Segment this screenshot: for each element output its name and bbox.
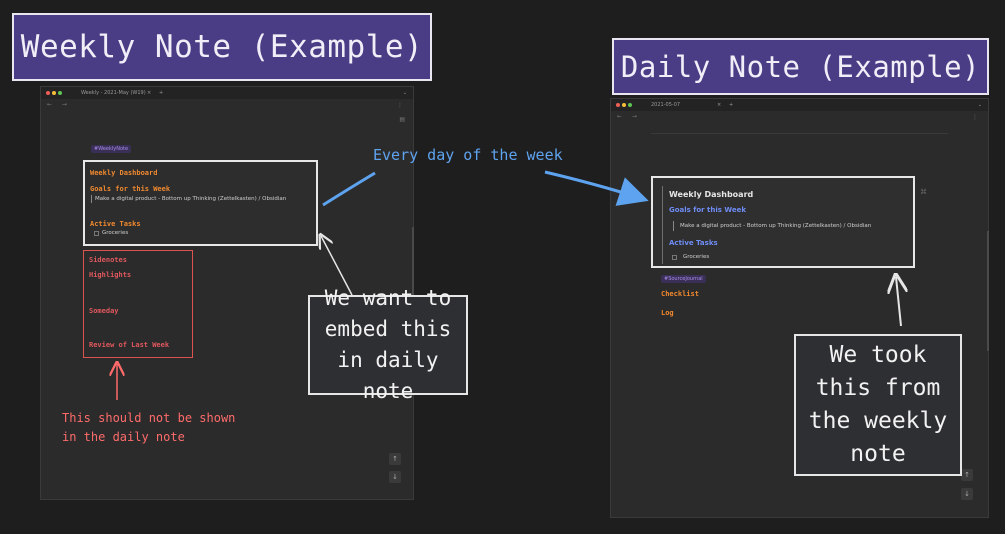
goals-heading: Goals for this Week: [669, 206, 746, 214]
goals-heading: Goals for this Week: [90, 185, 171, 193]
embed-left-bar: [662, 186, 663, 264]
sidenotes-section: Sidenotes Highlights Someday Review of L…: [83, 250, 193, 358]
divider: [651, 133, 948, 134]
quote-bar: [91, 195, 92, 203]
tab-close-icon[interactable]: ×: [147, 90, 152, 96]
not-shown-line-2: in the daily note: [62, 430, 185, 444]
maximize-dot-icon[interactable]: [58, 91, 62, 95]
weekly-note-label-text: Weekly Note (Example): [20, 29, 424, 65]
active-tasks-heading: Active Tasks: [669, 239, 718, 247]
not-shown-line-1: This should not be shown: [62, 411, 236, 425]
scroll-down-button[interactable]: ↓: [389, 471, 401, 483]
link-icon[interactable]: ⌘: [920, 188, 927, 196]
maximize-dot-icon[interactable]: [628, 103, 632, 107]
review-heading: Review of Last Week: [89, 341, 170, 349]
we-took-callout: We took this from the weekly note: [794, 334, 962, 476]
window-titlebar: 2021-05-07 × + ⌄: [611, 99, 988, 111]
scrollbar[interactable]: [412, 227, 414, 337]
weekly-note-window: Weekly - 2021-May (W19) × + ⌄ ← → ⋮ ▤ #W…: [40, 86, 414, 500]
goals-text: Make a digital product - Bottom up Think…: [95, 196, 287, 202]
embedded-weekly-dashboard: ⌘ Weekly Dashboard Goals for this Week M…: [651, 176, 927, 268]
more-options-icon[interactable]: ⋮: [397, 102, 403, 109]
close-dot-icon[interactable]: [616, 103, 620, 107]
more-options-icon[interactable]: ⋮: [972, 114, 978, 121]
nav-arrows[interactable]: ← →: [47, 101, 71, 108]
nav-arrows[interactable]: ← →: [617, 113, 641, 120]
we-took-line-3: the weekly: [808, 408, 948, 434]
chevron-down-icon[interactable]: ⌄: [977, 102, 982, 108]
checklist-heading: Checklist: [661, 290, 699, 298]
white-arrow-weekly: [321, 236, 353, 296]
task-checkbox[interactable]: [672, 255, 677, 260]
weekly-dashboard-section: Weekly Dashboard Goals for this Week Mak…: [83, 160, 318, 246]
we-want-line-3: in daily note: [337, 348, 439, 403]
we-took-line-1: We took: [829, 342, 927, 368]
we-want-line-1: We want to: [324, 286, 452, 310]
edit-icon[interactable]: ▤: [399, 116, 405, 123]
highlights-heading: Highlights: [89, 271, 132, 279]
not-shown-annotation: This should not be shown in the daily no…: [62, 409, 235, 447]
new-tab-icon[interactable]: +: [729, 102, 734, 108]
blue-arrow-left: [322, 171, 376, 207]
embed-title: Weekly Dashboard: [669, 190, 754, 199]
minimize-dot-icon[interactable]: [52, 91, 56, 95]
window-titlebar: Weekly - 2021-May (W19) × + ⌄: [41, 87, 413, 99]
task-item: Groceries: [102, 230, 129, 236]
we-took-line-2: this from: [815, 375, 941, 401]
new-tab-icon[interactable]: +: [159, 90, 164, 96]
log-heading: Log: [661, 309, 674, 317]
minimize-dot-icon[interactable]: [622, 103, 626, 107]
weekly-note-tag[interactable]: #WeeklyNote: [91, 145, 132, 153]
we-want-callout: We want to embed this in daily note: [308, 286, 468, 403]
goals-text: Make a digital product - Bottom up Think…: [680, 223, 872, 229]
task-checkbox[interactable]: [94, 231, 99, 236]
quote-bar: [673, 221, 674, 231]
weekly-note-label: Weekly Note (Example): [12, 13, 432, 81]
weekly-dashboard-heading: Weekly Dashboard: [90, 169, 158, 177]
chevron-down-icon[interactable]: ⌄: [402, 90, 407, 96]
someday-heading: Someday: [89, 307, 119, 315]
daily-note-label: Daily Note (Example): [612, 38, 989, 95]
source-journal-tag[interactable]: #SourceJournal: [661, 275, 706, 283]
scroll-down-button[interactable]: ↓: [961, 488, 973, 500]
tab-close-icon[interactable]: ×: [717, 102, 722, 108]
tab-title[interactable]: Weekly - 2021-May (W19): [81, 90, 146, 96]
scroll-up-button[interactable]: ↑: [961, 469, 973, 481]
blue-arrow-right: [544, 170, 649, 206]
we-took-line-4: note: [850, 441, 906, 467]
scrollbar[interactable]: [987, 231, 989, 351]
we-want-line-2: embed this: [324, 317, 452, 341]
close-dot-icon[interactable]: [46, 91, 50, 95]
every-day-annotation: Every day of the week: [373, 146, 563, 164]
scroll-up-button[interactable]: ↑: [389, 453, 401, 465]
active-tasks-heading: Active Tasks: [90, 220, 141, 228]
white-arrow-daily: [896, 277, 901, 327]
tab-title[interactable]: 2021-05-07: [651, 102, 681, 108]
task-item: Groceries: [683, 254, 710, 260]
daily-note-label-text: Daily Note (Example): [620, 49, 981, 84]
sidenotes-heading: Sidenotes: [89, 256, 127, 264]
